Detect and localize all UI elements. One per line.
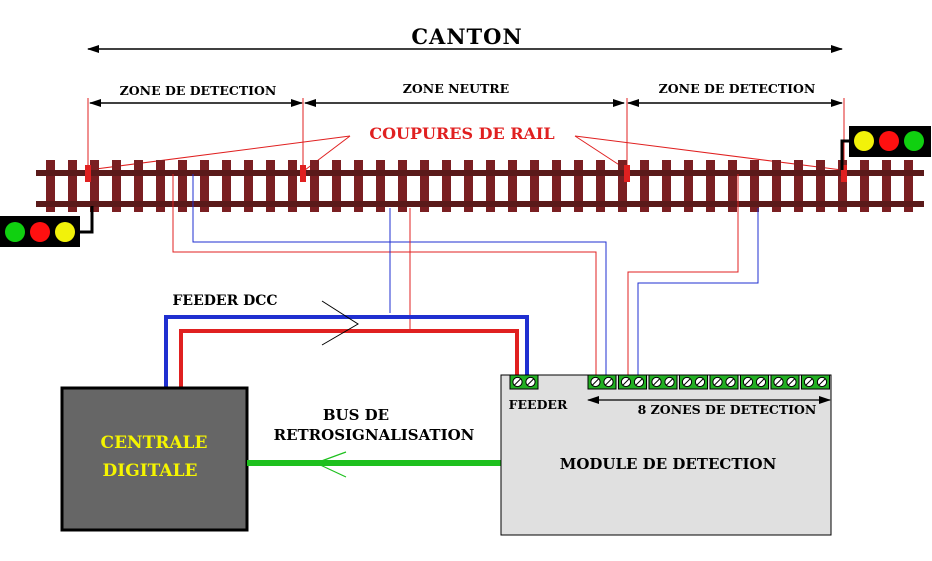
- terminal-block: [770, 374, 800, 390]
- feeder-dcc-blue-wire: [164, 315, 529, 392]
- feeder-dcc-arrow: [321, 300, 359, 346]
- zone-right-label: ZONE DE DETECTION: [659, 81, 816, 96]
- terminal-block: [740, 374, 769, 390]
- right-signal-green-light: [904, 131, 924, 151]
- track-tie: [464, 160, 473, 212]
- central-label-line1: CENTRALE: [101, 433, 208, 453]
- bus-arrow: [314, 451, 347, 478]
- track-tie: [178, 160, 187, 212]
- track-tie: [46, 160, 55, 212]
- track-tie: [530, 160, 539, 212]
- track-tie: [574, 160, 583, 212]
- track-tie: [288, 160, 297, 212]
- track-tie: [398, 160, 407, 212]
- zone-markers: [87, 98, 845, 168]
- terminal-block: [679, 374, 708, 390]
- track-tie: [420, 160, 429, 212]
- track-tie: [706, 160, 715, 212]
- track-tie: [684, 160, 693, 212]
- track-tie: [662, 160, 671, 212]
- terminal-block: [801, 374, 830, 390]
- track-tie: [134, 160, 143, 212]
- zone-left-label: ZONE DE DETECTION: [120, 83, 277, 98]
- module-terminals: [509, 374, 830, 390]
- terminal-block: [709, 374, 739, 390]
- feeder-dcc-label: FEEDER DCC: [172, 293, 277, 309]
- track-tie: [794, 160, 803, 212]
- track-tie: [376, 160, 385, 212]
- bus-label-line2: RETROSIGNALISATION: [274, 426, 475, 444]
- bus-label-line1: BUS DE: [323, 406, 389, 424]
- zones8-label: 8 ZONES DE DETECTION: [638, 402, 817, 417]
- track-tie: [310, 160, 319, 212]
- rail-cuts-label: COUPURES DE RAIL: [369, 124, 554, 143]
- canton-label: CANTON: [411, 24, 522, 49]
- left-signal-green-light: [5, 222, 25, 242]
- terminal-block: [587, 374, 617, 390]
- detection-module-label: MODULE DE DETECTION: [560, 455, 777, 473]
- left-signal-red-light: [30, 222, 50, 242]
- left-signal-post: [80, 206, 94, 234]
- track-tie: [838, 160, 847, 212]
- feeder-dcc-red-wire: [179, 329, 519, 392]
- track-tie: [860, 160, 869, 212]
- track-tie: [266, 160, 275, 212]
- track-ties: [46, 160, 913, 212]
- track-tie: [332, 160, 341, 212]
- central-label-line2: DIGITALE: [103, 461, 198, 481]
- track-tie: [90, 160, 99, 212]
- right-signal-yellow-light: [854, 131, 874, 151]
- track-tie: [618, 160, 627, 212]
- left-signal-yellow-light: [55, 222, 75, 242]
- terminal-block: [648, 374, 678, 390]
- track-tie: [156, 160, 165, 212]
- track-tie: [222, 160, 231, 212]
- detection-wires: [172, 174, 759, 380]
- right-signal-post: [840, 139, 849, 170]
- zone-neutral-label: ZONE NEUTRE: [403, 81, 509, 96]
- central-digital-box: [60, 386, 249, 532]
- track-tie: [640, 160, 649, 212]
- track-tie: [112, 160, 121, 212]
- track-tie: [68, 160, 77, 212]
- track-tie: [552, 160, 561, 212]
- track-tie: [244, 160, 253, 212]
- track-tie: [200, 160, 209, 212]
- track-tie: [816, 160, 825, 212]
- track-tie: [354, 160, 363, 212]
- rail-bottom: [36, 201, 924, 207]
- track-tie: [772, 160, 781, 212]
- rail-top: [36, 170, 924, 176]
- track-tie: [596, 160, 605, 212]
- track-tie: [728, 160, 737, 212]
- right-signal-red-light: [879, 131, 899, 151]
- track-tie: [486, 160, 495, 212]
- feeder-label: FEEDER: [509, 397, 568, 412]
- track-tie: [508, 160, 517, 212]
- track-tie: [904, 160, 913, 212]
- track-tie: [750, 160, 759, 212]
- rail-cuts: [85, 165, 847, 182]
- track-tie: [442, 160, 451, 212]
- track-tie: [882, 160, 891, 212]
- terminal-block: [618, 374, 647, 390]
- terminal-block: [509, 374, 539, 390]
